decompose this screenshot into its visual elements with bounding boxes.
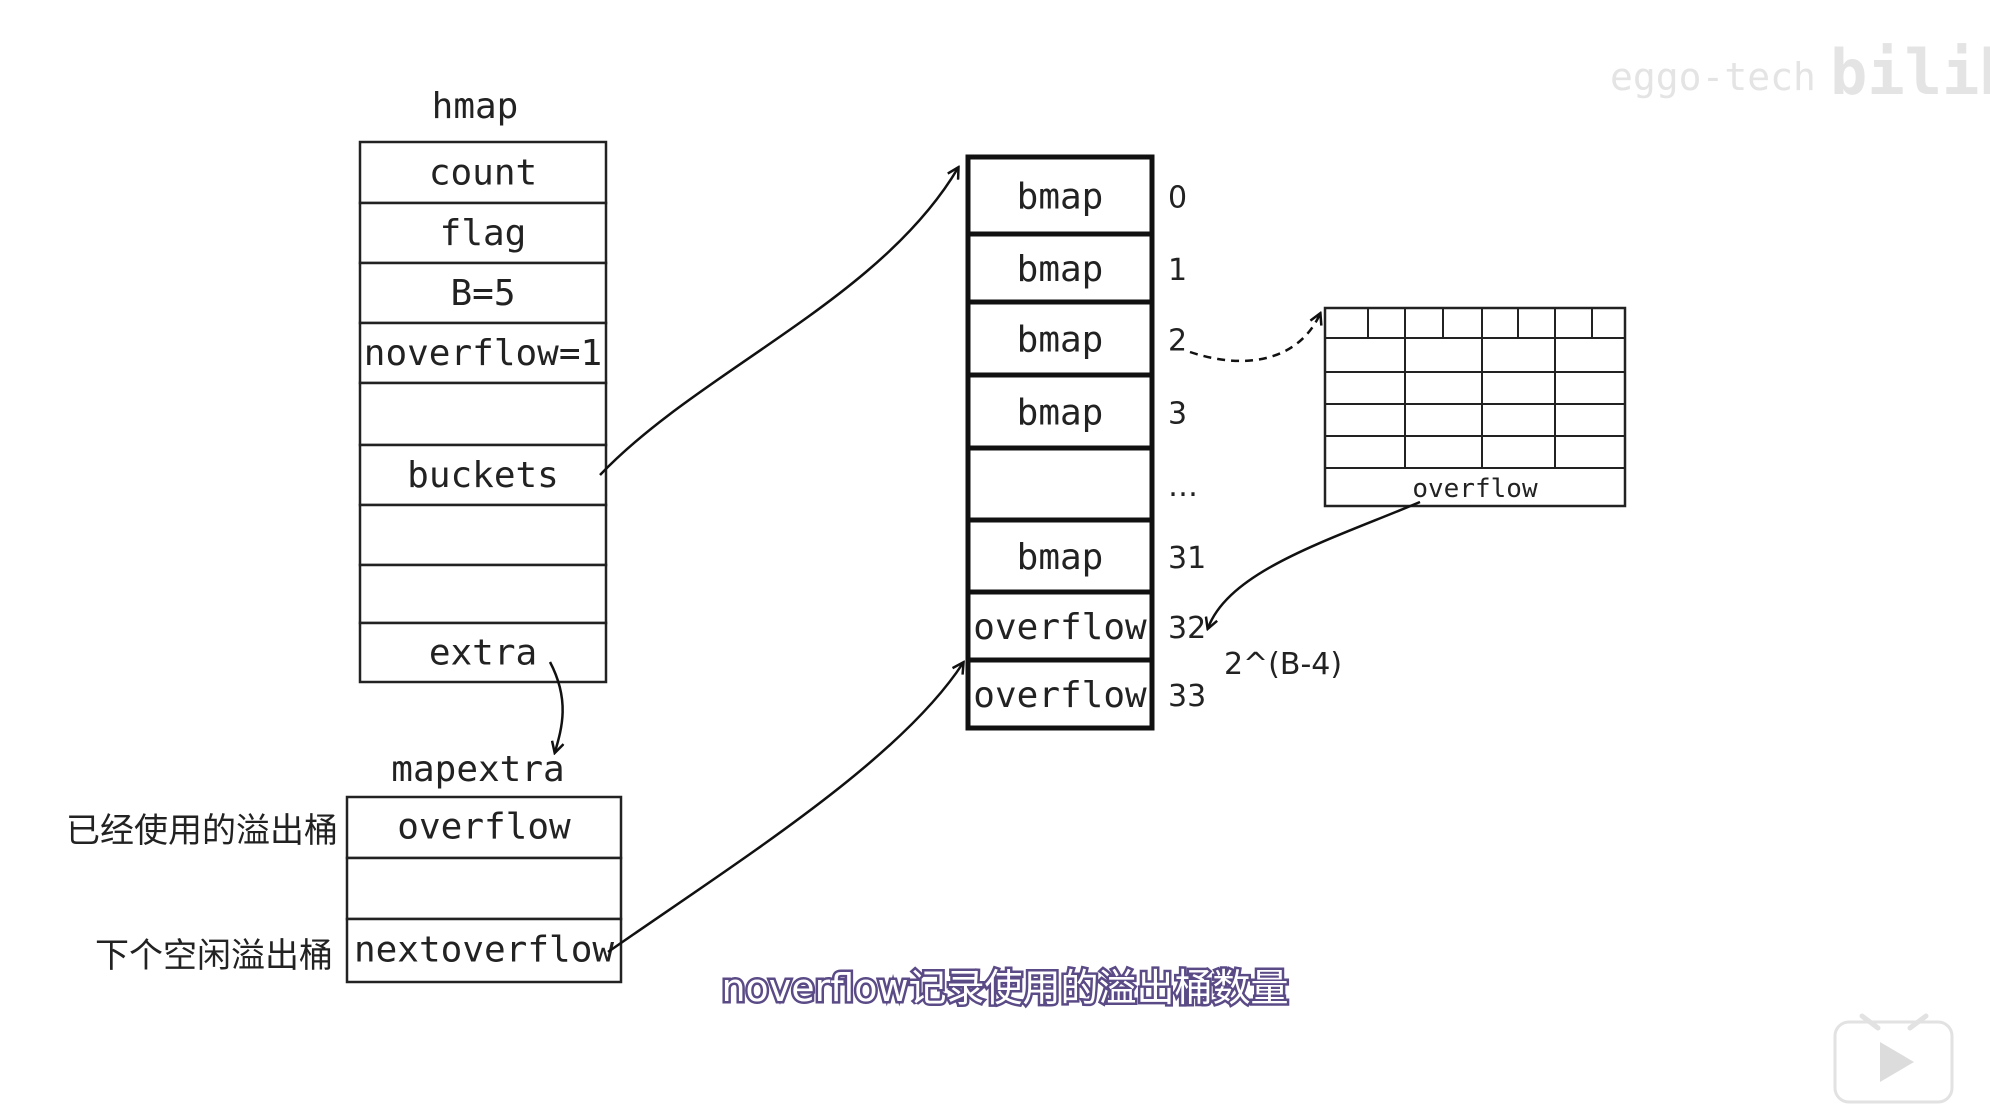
hmap-field-box [358, 140, 608, 205]
hmap-field-box [358, 503, 608, 567]
subtitle-text: noverflow记录使用的溢出桶数量 [721, 966, 1288, 1010]
bucket-cell-7: overflow [965, 657, 1155, 731]
watermark: eggo-tech bilibili [1610, 36, 1990, 109]
bucket-cell-2: bmap [965, 299, 1155, 378]
bucket-cell-3: bmap [965, 372, 1155, 451]
hmap-field-label: extra [429, 633, 537, 674]
bucket-cell-box [965, 445, 1155, 523]
mapextra-field-box [345, 917, 623, 984]
bucket-cell-4 [965, 445, 1155, 523]
mapextra-struct: mapextra overflow nextoverflow 已经使用的溢出桶 下… [66, 749, 623, 984]
hmap-field-box [358, 563, 608, 625]
play-icon [1880, 1042, 1914, 1082]
bucket-cell-0: bmap [965, 154, 1155, 237]
hmap-field-b-5: B=5 [358, 261, 608, 325]
hmap-field-label: flag [440, 213, 527, 254]
mapextra-title: mapextra [391, 749, 564, 790]
hmap-title: hmap [432, 86, 519, 127]
bucket-cell-label: overflow [973, 675, 1147, 716]
bucket-cell-label: bmap [1017, 249, 1104, 290]
overflow-count-annotation: 2^(B-4) [1224, 647, 1342, 682]
hmap-field-box [358, 321, 608, 385]
bucket-index-2: 2 [1168, 324, 1187, 359]
bucket-cell-label: bmap [1017, 320, 1104, 361]
hmap-field-empty-7 [358, 563, 608, 625]
grid-frame [1323, 306, 1627, 508]
bucket-cell-label: bmap [1017, 177, 1104, 218]
watermark-brand: bilibili [1830, 36, 1990, 109]
hmap-field-box [358, 201, 608, 265]
bucket-cell-6: overflow [965, 589, 1155, 663]
extra-pointer-arrow [548, 661, 563, 752]
bucket-index-empty-4: … [1168, 469, 1198, 504]
buckets-array: bmap bmap bmap bmap bmap overflow overflow 0 1 2… [965, 154, 1206, 731]
bucket2-overflow-arrow [1189, 314, 1320, 363]
buckets-pointer-arrow [599, 168, 958, 476]
mapextra-field-overflow: overflow [345, 795, 623, 860]
bucket-cell-label: bmap [1017, 393, 1104, 434]
bucket-cell-box [965, 657, 1155, 731]
bucket-cell-label: bmap [1017, 537, 1104, 578]
bucket-index-0: 0 [1168, 181, 1187, 216]
grid-lines [1325, 308, 1625, 469]
hmap-field-box [358, 381, 608, 447]
hmap-field-label: count [429, 153, 537, 194]
mapextra-fields: overflow nextoverflow [345, 795, 623, 984]
hmap-field-flag: flag [358, 201, 608, 265]
subtitle: noverflow记录使用的溢出桶数量 [719, 964, 1291, 1013]
hmap-field-label: B=5 [450, 273, 515, 314]
bucket-index-31: 31 [1168, 541, 1206, 576]
bucket-cell-5: bmap [965, 517, 1155, 595]
hmap-field-extra: extra [358, 621, 608, 684]
hmap-field-buckets: buckets [358, 443, 608, 507]
grid-to-overflow32-arrow [1208, 500, 1421, 628]
overflow-bucket-grid: overflow [1323, 306, 1627, 508]
hmap-field-label: noverflow=1 [364, 333, 602, 374]
bucket-index-3: 3 [1168, 397, 1187, 432]
bucket-indices: 0 1 2 3 … 31 32 33 [1168, 181, 1206, 715]
hmap-field-empty-6 [358, 503, 608, 567]
grid-overflow-label: overflow [1412, 474, 1538, 504]
bucket-index-32: 32 [1168, 611, 1206, 646]
next-free-overflow-label: 下个空闲溢出桶 [95, 936, 333, 976]
mapextra-field-nextoverflow: nextoverflow [345, 917, 623, 984]
bucket-cells: bmap bmap bmap bmap bmap overflow overflow [965, 154, 1155, 731]
mapextra-field-box [345, 856, 623, 921]
used-overflow-label: 已经使用的溢出桶 [66, 811, 338, 851]
arrows [548, 168, 1421, 954]
bucket-index-1: 1 [1168, 253, 1187, 288]
hmap-field-empty-4 [358, 381, 608, 447]
mapextra-field-label: nextoverflow [354, 930, 614, 971]
mapextra-field-empty-1 [345, 856, 623, 921]
bucket-index-33: 33 [1168, 679, 1206, 714]
play-button[interactable] [1833, 1013, 1954, 1104]
watermark-uploader: eggo-tech [1610, 55, 1816, 99]
nextoverflow-pointer-arrow [607, 663, 963, 954]
mapextra-field-label: overflow [397, 807, 571, 848]
bucket-cell-label: overflow [973, 607, 1147, 648]
bucket-cell-1: bmap [965, 231, 1155, 305]
hmap-field-box [358, 621, 608, 684]
tv-antenna-icon [1859, 1013, 1929, 1031]
hmap-field-count: count [358, 140, 608, 205]
hmap-field-label: buckets [407, 455, 559, 496]
hmap-field-noverflow-1: noverflow=1 [358, 321, 608, 385]
